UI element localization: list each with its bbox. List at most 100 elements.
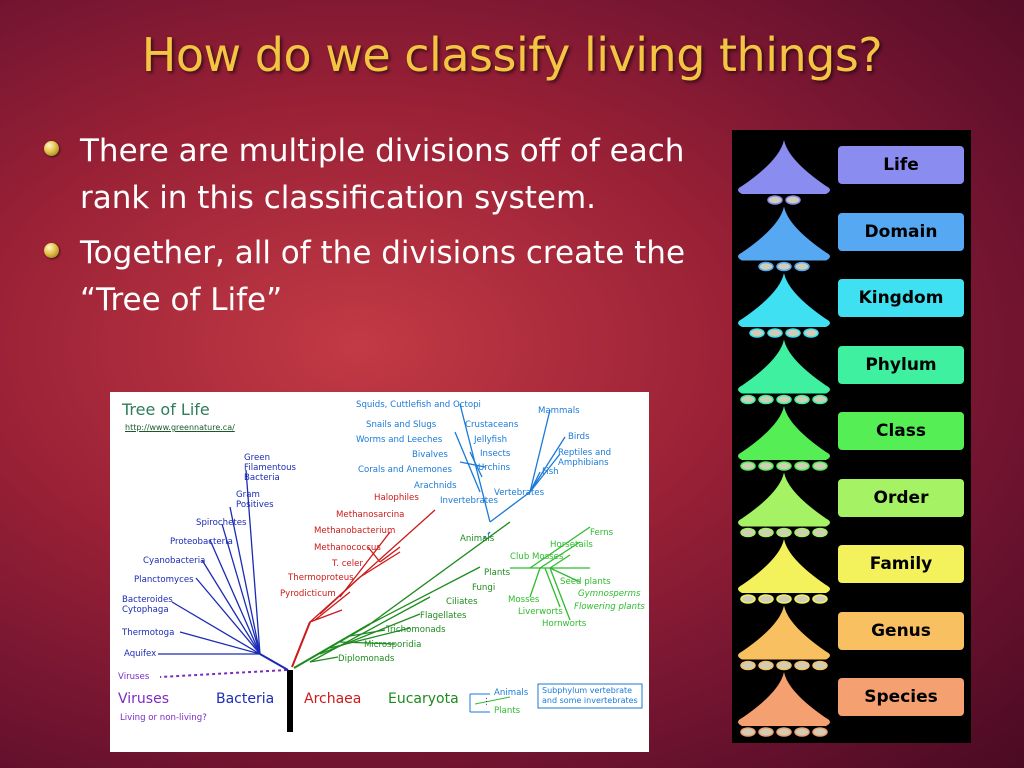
rank-oval bbox=[758, 394, 774, 405]
branch-label: Trichomonads bbox=[386, 625, 446, 635]
branch-label: Thermotoga bbox=[122, 628, 175, 638]
branch-label: Urchins bbox=[478, 463, 511, 473]
legend-dots: ⋮ bbox=[482, 697, 491, 707]
rank-shape bbox=[738, 206, 830, 261]
rank-shape bbox=[738, 472, 830, 527]
rank-oval bbox=[812, 394, 828, 405]
branch-label: Aquifex bbox=[124, 649, 157, 659]
rank-oval bbox=[785, 195, 801, 205]
branch-label: Green Filamentous Bacteria bbox=[244, 453, 297, 483]
branch-label: Planctomyces bbox=[134, 575, 194, 585]
rank-label-class: Class bbox=[838, 412, 964, 450]
rank-oval bbox=[794, 394, 810, 405]
rank-oval bbox=[812, 594, 828, 604]
legend-animals: Animals bbox=[494, 688, 529, 698]
rank-oval bbox=[758, 461, 774, 471]
rank-oval bbox=[776, 660, 792, 671]
rank-oval bbox=[794, 660, 810, 671]
branch-label: Seed plants bbox=[560, 577, 611, 587]
branch-label: Methanococcus bbox=[314, 543, 381, 553]
branch-label: Club Mosses bbox=[510, 552, 564, 562]
branch-label: Spirochetes bbox=[196, 518, 247, 528]
branch-label: Methanobacterium bbox=[314, 526, 396, 536]
viruses-note: Living or non-living? bbox=[120, 713, 207, 723]
rank-oval bbox=[758, 660, 774, 671]
branch-label: Mammals bbox=[538, 406, 580, 416]
rank-shapes bbox=[738, 140, 830, 737]
rank-oval bbox=[740, 660, 756, 671]
rank-label-domain: Domain bbox=[838, 212, 964, 251]
rank-oval bbox=[740, 594, 756, 604]
rank-oval bbox=[812, 660, 828, 671]
bullet-list: There are multiple divisions off of each… bbox=[40, 128, 730, 332]
branch-label: Liverworts bbox=[518, 607, 563, 617]
branch-label: Proteobacteria bbox=[170, 537, 233, 547]
bullet-item: Together, all of the divisions create th… bbox=[40, 230, 730, 324]
rank-oval bbox=[758, 594, 774, 604]
bullet-text: Together, all of the divisions create th… bbox=[80, 235, 686, 318]
rank-oval bbox=[794, 727, 810, 737]
branch-label: Fish bbox=[542, 467, 559, 477]
rank-oval bbox=[776, 261, 792, 272]
branch-label: Gram Positives bbox=[236, 490, 274, 510]
bullet-icon bbox=[44, 243, 59, 258]
branch-label: Squids, Cuttlefish and Octopi bbox=[356, 400, 481, 410]
tree-title: Tree of Life bbox=[122, 400, 210, 419]
branch-label: Horsetails bbox=[550, 540, 593, 550]
rank-shape bbox=[738, 339, 830, 394]
rank-oval bbox=[803, 328, 819, 338]
rank-oval bbox=[794, 261, 810, 272]
branch-label: Plants bbox=[484, 568, 511, 578]
rank-oval bbox=[740, 527, 756, 538]
rank-label-kingdom: Kingdom bbox=[838, 279, 964, 317]
rank-label-genus: Genus bbox=[838, 611, 964, 650]
branch-label: Cyanobacteria bbox=[143, 556, 206, 566]
rank-oval bbox=[812, 527, 828, 538]
branch-label: Viruses bbox=[118, 672, 150, 682]
branch-label: Mosses bbox=[508, 595, 540, 605]
rank-oval bbox=[740, 394, 756, 405]
branch-label: Animals bbox=[460, 534, 495, 544]
rank-oval bbox=[812, 461, 828, 471]
branch-label: Pyrodicticum bbox=[280, 589, 336, 599]
branch-label: Ferns bbox=[590, 528, 614, 538]
rank-oval bbox=[812, 727, 828, 737]
rank-label-phylum: Phylum bbox=[838, 345, 964, 384]
rank-oval bbox=[740, 461, 756, 471]
rank-oval bbox=[776, 594, 792, 604]
rank-label-life: Life bbox=[838, 146, 964, 184]
rank-oval bbox=[767, 328, 783, 338]
rank-oval bbox=[740, 727, 756, 737]
branch-label: Reptiles and Amphibians bbox=[558, 448, 612, 468]
rank-shape bbox=[738, 140, 830, 194]
rank-shape bbox=[738, 539, 830, 593]
legend-plants: Plants bbox=[494, 706, 521, 716]
rank-oval bbox=[749, 328, 765, 338]
branch-label: Snails and Slugs bbox=[366, 420, 437, 430]
bullet-text: There are multiple divisions off of each… bbox=[80, 133, 685, 216]
branch-label: Flowering plants bbox=[574, 602, 645, 612]
rank-oval bbox=[785, 328, 801, 338]
bullet-icon bbox=[44, 141, 59, 156]
branch-label: Crustaceans bbox=[465, 420, 519, 430]
branch-label: Birds bbox=[568, 432, 590, 442]
tree-url-link[interactable]: http://www.greennature.ca/ bbox=[125, 423, 235, 432]
branch-label: Corals and Anemones bbox=[358, 465, 453, 475]
group-label-eucaryota: Eucaryota bbox=[388, 691, 459, 707]
branch-label: Halophiles bbox=[374, 493, 419, 503]
rank-oval bbox=[758, 527, 774, 538]
branch-label: Methanosarcina bbox=[336, 510, 405, 520]
branch-label: Thermoproteus bbox=[288, 573, 354, 583]
rank-shape bbox=[738, 672, 830, 726]
rank-oval bbox=[776, 461, 792, 471]
rank-oval bbox=[758, 261, 774, 272]
rank-oval bbox=[794, 461, 810, 471]
branch-label: Ciliates bbox=[446, 597, 478, 607]
branch-label: Arachnids bbox=[414, 481, 457, 491]
rank-oval bbox=[776, 394, 792, 405]
branch-label: Bivalves bbox=[412, 450, 448, 460]
branch-label: Flagellates bbox=[420, 611, 467, 621]
tree-of-life-image: Tree of Life http://www.greennature.ca/ … bbox=[110, 392, 649, 752]
group-label-bacteria: Bacteria bbox=[216, 691, 275, 707]
